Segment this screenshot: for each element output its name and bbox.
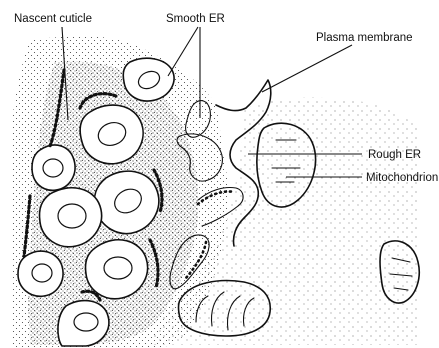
label-rough-er: Rough ER xyxy=(368,149,421,161)
leader-smooth-er-a xyxy=(168,27,198,76)
nucleus xyxy=(74,313,98,331)
label-mitochondrion: Mitochondrion xyxy=(366,172,438,184)
nucleus xyxy=(32,264,52,282)
nucleus xyxy=(104,257,132,279)
nucleus xyxy=(58,204,86,228)
label-smooth-er: Smooth ER xyxy=(166,13,225,25)
label-plasma-membrane: Plasma membrane xyxy=(316,32,413,44)
nucleus xyxy=(43,159,63,177)
leader-plasma-membrane xyxy=(262,45,352,92)
label-nascent-cuticle: Nascent cuticle xyxy=(14,13,92,25)
